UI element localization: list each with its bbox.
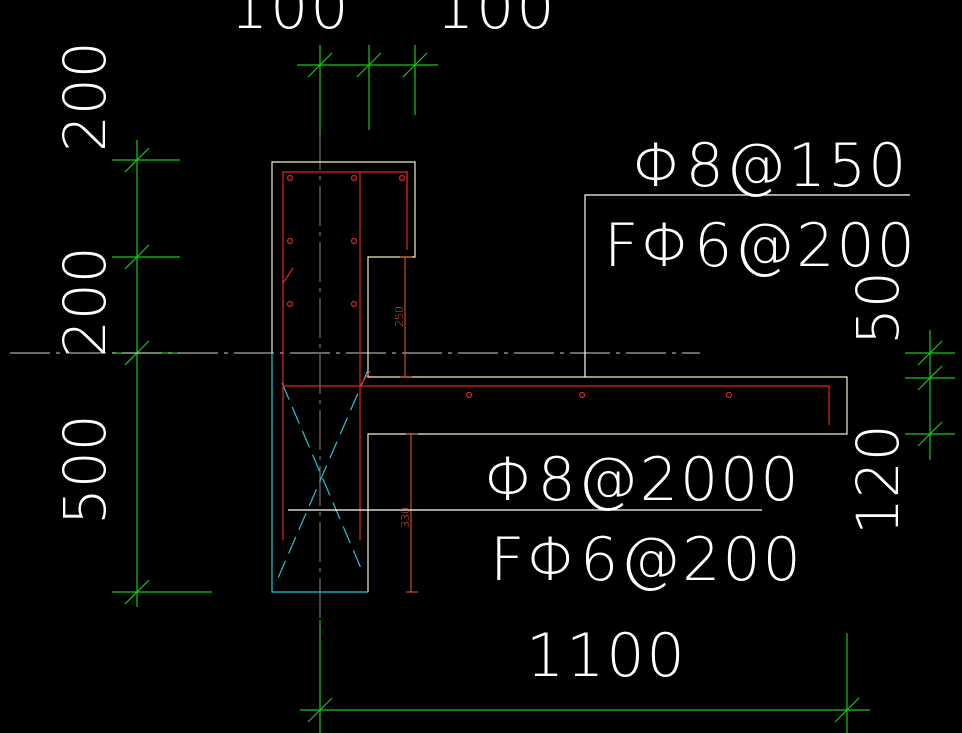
top-tick-1 (307, 52, 333, 78)
small-dim-upper-label: 250 (393, 306, 406, 327)
top-dim-right-label: 100 (436, 0, 557, 43)
left-tick-4 (124, 579, 150, 605)
left-dim-bottom-label: 500 (51, 414, 119, 525)
rebar-dot (350, 174, 358, 182)
small-dimensions (400, 256, 418, 593)
rebar-dot (398, 174, 406, 182)
hatch-diag-2 (274, 369, 369, 586)
upper-leader (584, 194, 910, 377)
hatch-diag-1 (281, 382, 364, 574)
leader-lines (288, 194, 910, 511)
rebar (282, 171, 830, 540)
right-dim-bottom-label: 120 (844, 424, 912, 535)
top-tick-3 (402, 52, 428, 78)
structure-outline (271, 161, 848, 592)
upper-main-rebar-label: Φ8@150 (632, 131, 908, 201)
outline-upper (271, 161, 848, 592)
dimension-lines (112, 45, 955, 733)
small-dim-lower-label: 330 (399, 507, 412, 528)
right-dim-top-label: 50 (844, 271, 912, 345)
rebar-hook-1 (282, 267, 294, 284)
upper-dist-rebar-label: FΦ6@200 (604, 211, 917, 281)
rebar-slab-top (283, 385, 830, 425)
lower-dist-rebar-label: FΦ6@200 (490, 525, 803, 595)
left-tick-2 (124, 244, 150, 270)
rebar-dot (286, 300, 294, 308)
right-tick-3 (917, 421, 943, 447)
top-dim-left-label: 100 (230, 0, 351, 43)
rebar-dot (286, 174, 294, 182)
rebar-hook-2 (359, 370, 371, 387)
bottom-tick-2 (834, 697, 860, 723)
rebar-dot (578, 391, 586, 399)
left-dim-middle-label: 200 (51, 246, 119, 357)
right-tick-1 (917, 340, 943, 366)
right-tick-2 (917, 365, 943, 391)
column-hatch (271, 353, 369, 593)
bottom-tick-1 (307, 697, 333, 723)
rebar-outer (282, 171, 408, 540)
left-tick-1 (124, 147, 150, 173)
left-dim-top-label: 200 (51, 41, 119, 152)
bottom-dim-label: 1100 (526, 621, 687, 691)
rebar-dot (350, 237, 358, 245)
top-tick-2 (356, 52, 382, 78)
lower-main-rebar-label: Φ8@2000 (484, 445, 801, 515)
rebar-dot (350, 300, 358, 308)
rebar-dot (465, 391, 473, 399)
rebar-dot (725, 391, 733, 399)
rebar-dot (286, 237, 294, 245)
column-outline (271, 353, 368, 593)
